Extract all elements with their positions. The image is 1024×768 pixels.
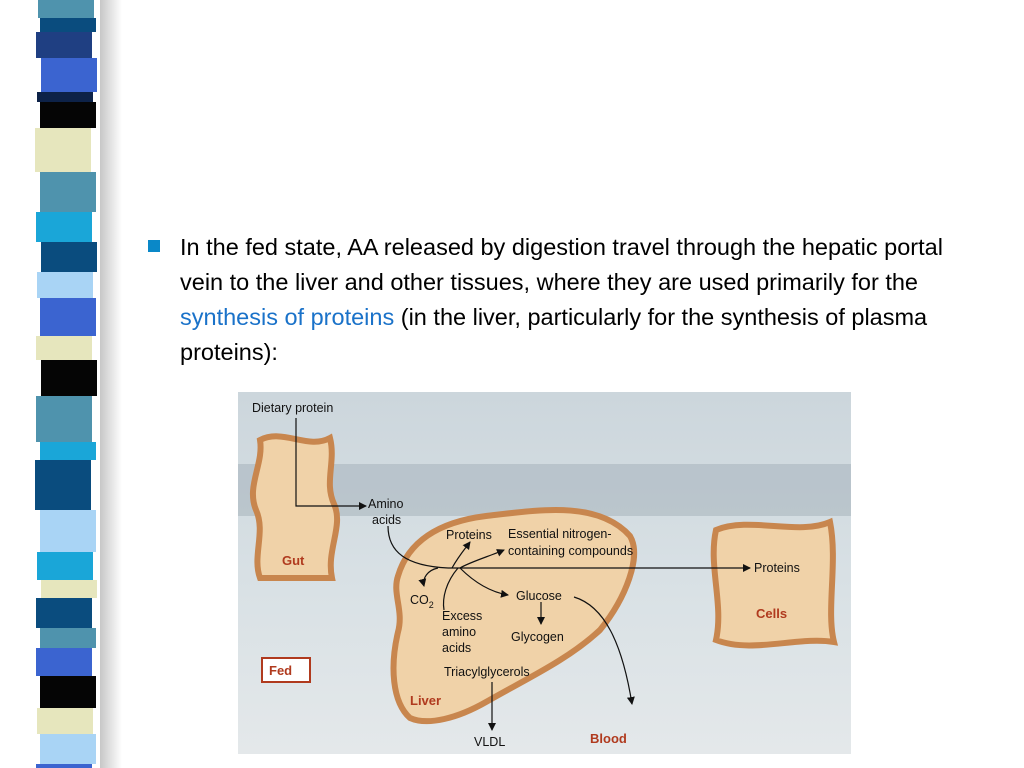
bullet-text-part2: (in the liver, particularly for the synt… xyxy=(180,304,928,365)
label-essential-2: containing compounds xyxy=(508,544,633,558)
arrow-to-proteins-liver xyxy=(451,541,471,569)
stripe-shadow xyxy=(100,0,122,768)
label-glycogen: Glycogen xyxy=(511,630,564,644)
arrow-to-glucose xyxy=(459,567,509,598)
bullet-highlight: synthesis of proteins xyxy=(180,304,395,330)
cells-organ xyxy=(710,517,839,649)
stripe-segment xyxy=(36,648,92,676)
stripe-segment xyxy=(36,212,92,242)
stripe-segment xyxy=(36,764,92,768)
amino-acid-fed-state-diagram: Dietary protein Amino acids Proteins Ess… xyxy=(238,392,851,754)
stripe-segment xyxy=(40,102,96,128)
label-triacylglycerols: Triacylglycerols xyxy=(444,665,530,679)
stripe-segment xyxy=(40,676,96,708)
label-excess-1: Excess xyxy=(442,609,482,623)
stripe-segment xyxy=(36,598,92,628)
region-liver: Liver xyxy=(410,693,441,708)
label-co2: CO2 xyxy=(410,593,434,610)
stripe-segment xyxy=(35,460,91,510)
stripe-segment xyxy=(41,242,97,272)
arrow-to-co2 xyxy=(418,567,439,587)
label-co2-main: CO xyxy=(410,593,429,607)
gut-organ xyxy=(249,433,341,581)
liver-organ xyxy=(390,507,637,725)
label-glucose: Glucose xyxy=(516,589,562,603)
label-excess-3: acids xyxy=(442,641,471,655)
label-dietary-protein: Dietary protein xyxy=(252,401,333,415)
arrow-to-essential xyxy=(459,549,505,569)
stripe-segment xyxy=(40,442,96,460)
region-fed: Fed xyxy=(269,663,292,678)
region-gut: Gut xyxy=(282,553,305,568)
bullet-square-icon xyxy=(148,240,160,252)
region-cells: Cells xyxy=(756,606,787,621)
fed-box xyxy=(261,657,311,683)
stripe-segment xyxy=(35,128,91,172)
stripe-segment xyxy=(36,32,92,58)
label-proteins-cells: Proteins xyxy=(754,561,800,575)
stripe-segment xyxy=(37,708,93,734)
stripe-segment xyxy=(40,510,96,552)
stripe-segment xyxy=(37,92,93,102)
stripe-segment xyxy=(36,396,92,442)
stripe-segment xyxy=(40,298,96,336)
stripe-segment xyxy=(40,18,96,32)
stripe-segment xyxy=(37,272,93,298)
label-amino: Amino xyxy=(368,497,403,511)
label-acids: acids xyxy=(372,513,401,527)
label-proteins-liver: Proteins xyxy=(446,528,492,542)
stripe-segment xyxy=(40,628,96,648)
arrow-excess-branch xyxy=(442,567,459,611)
stripe-segment xyxy=(37,552,93,580)
region-blood: Blood xyxy=(590,731,627,746)
stripe-segment xyxy=(40,734,96,764)
stripe-segment xyxy=(41,58,97,92)
label-vldl: VLDL xyxy=(474,735,505,749)
arrow-glucose-to-blood xyxy=(573,596,635,705)
arrow-dietary-to-amino xyxy=(295,418,367,510)
decorative-stripe-bar xyxy=(35,0,97,768)
bullet-text: In the fed state, AA released by digesti… xyxy=(180,230,990,370)
stripe-segment xyxy=(40,172,96,212)
label-excess-2: amino xyxy=(442,625,476,639)
stripe-segment xyxy=(41,580,97,598)
arrow-amino-curve xyxy=(387,525,449,569)
bullet-text-part1: In the fed state, AA released by digesti… xyxy=(180,234,943,295)
label-essential-1: Essential nitrogen- xyxy=(508,527,612,541)
stripe-segment xyxy=(36,336,92,360)
label-co2-sub: 2 xyxy=(429,600,434,610)
stripe-segment xyxy=(38,0,94,18)
stripe-segment xyxy=(41,360,97,396)
